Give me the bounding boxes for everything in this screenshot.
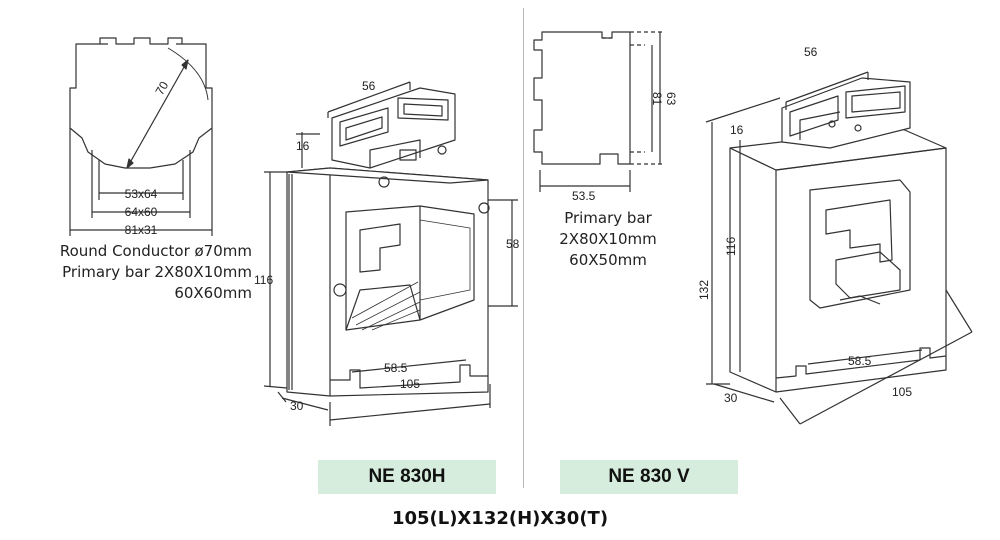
dim-64x60: 64x60 (125, 205, 158, 219)
dim-58-5-left: 58.5 (384, 361, 408, 375)
dim-81: 81 (650, 92, 664, 106)
dim-30-right: 30 (724, 391, 738, 405)
left-notes: Round Conductor ø70mm Primary bar 2X80X1… (60, 241, 252, 304)
overall-dimensions: 105(L)X132(H)X30(T) (391, 508, 609, 529)
dim-53x64: 53x64 (125, 187, 158, 201)
dim-58: 58 (506, 237, 520, 251)
right-note-line1: Primary bar (564, 209, 652, 227)
model-ne830v-drawing (705, 71, 973, 425)
dim-56-left: 56 (362, 79, 376, 93)
model-label-ne830h: NE 830H (318, 460, 496, 494)
left-note-line2: Primary bar 2X80X10mm (62, 263, 252, 281)
dim-105-left: 105 (400, 377, 420, 391)
model-ne830h-drawing (263, 81, 518, 426)
right-notes: Primary bar 2X80X10mm 60X50mm (548, 208, 668, 271)
dim-116-right: 116 (724, 237, 738, 256)
right-note-line2: 2X80X10mm (559, 230, 657, 248)
dim-58-5-right: 58.5 (848, 354, 872, 368)
dim-116-left: 116 (254, 273, 273, 287)
cross-section-left (69, 37, 213, 236)
dim-132: 132 (697, 280, 711, 300)
left-note-line3: 60X60mm (174, 284, 252, 302)
dim-30-left: 30 (290, 399, 304, 413)
dim-16-right: 16 (730, 123, 744, 137)
dim-81x31: 81x31 (125, 223, 158, 237)
cross-section-right (533, 31, 665, 192)
right-note-line3: 60X50mm (569, 251, 647, 269)
dim-63: 63 (664, 92, 678, 106)
dim-53-5: 53.5 (572, 189, 596, 203)
center-divider (523, 8, 524, 488)
dim-56-right: 56 (804, 45, 818, 59)
dim-16-left: 16 (296, 139, 310, 153)
dim-105-right: 105 (892, 385, 912, 399)
dim-70: 70 (152, 79, 171, 98)
model-label-ne830v: NE 830 V (560, 460, 738, 494)
left-note-line1: Round Conductor ø70mm (59, 242, 252, 260)
